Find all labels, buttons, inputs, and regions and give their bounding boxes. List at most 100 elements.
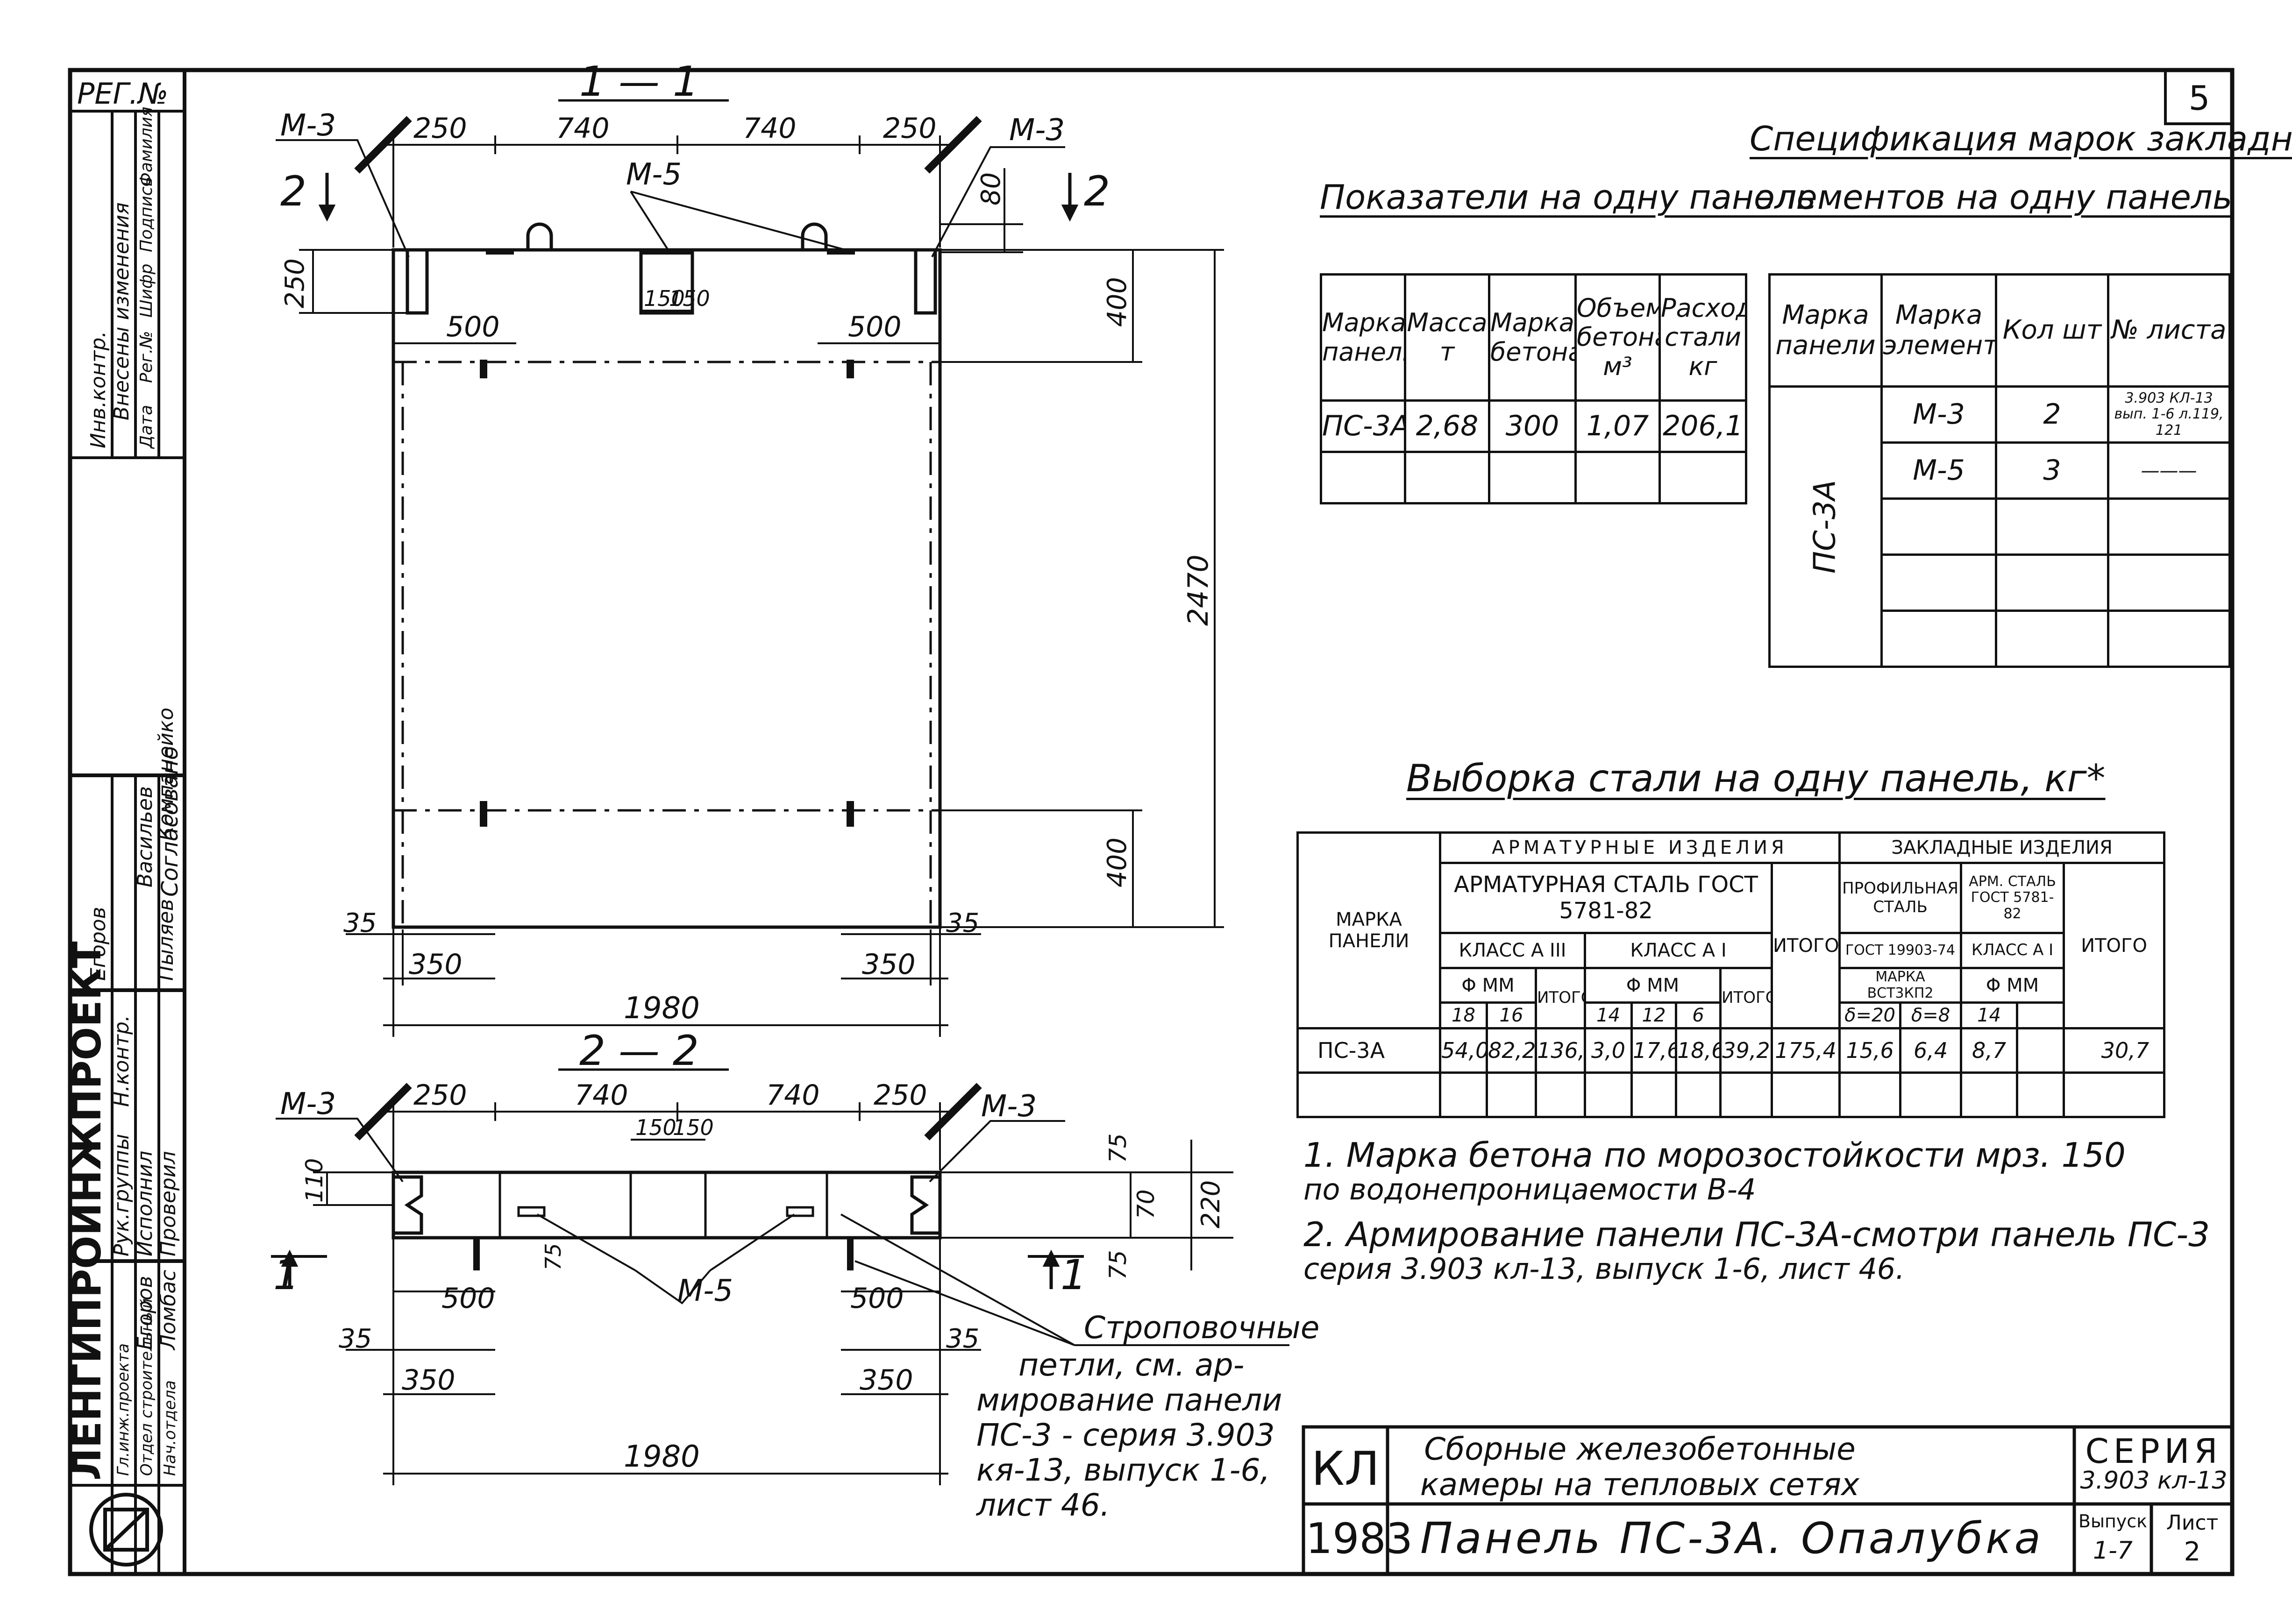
dim-35-left-2: 35 xyxy=(339,1324,372,1354)
agreed-name-2: Васильев xyxy=(133,786,157,887)
change-col-reg: Рег.№ xyxy=(137,331,156,383)
person-2: Ломбас xyxy=(157,1270,180,1351)
tb-sheet: 2 xyxy=(2184,1537,2201,1567)
mark-m3-right-2: М-3 xyxy=(981,1089,1037,1124)
steel-v-11: 8,7 xyxy=(1960,1027,2019,1074)
embed-m3-right-plan xyxy=(910,1175,940,1235)
spec-m5: М-5 xyxy=(1880,441,1997,500)
dim-250-c: 250 xyxy=(413,1079,467,1112)
dim-75-top: 75 xyxy=(1104,1133,1132,1163)
dim-1980-2: 1980 xyxy=(624,1440,700,1474)
steel-d-12: 12 xyxy=(1630,1001,1677,1029)
spec-title-1: Спецификация марок закладных xyxy=(1750,119,2292,158)
mark-m3-left-2: М-3 xyxy=(280,1087,336,1121)
mark-m5-2: М-5 xyxy=(677,1274,733,1308)
note-1b: по водонепроницаемости В-4 xyxy=(1303,1172,1756,1206)
dim-740-d: 740 xyxy=(766,1079,820,1112)
panel-outline-elevation xyxy=(391,248,942,929)
note-2b: серия 3.903 кл-13, выпуск 1-6, лист 46. xyxy=(1303,1252,1905,1286)
inventory-label: Инв.контр. xyxy=(86,331,110,448)
steel-v-9: 15,6 xyxy=(1838,1027,1902,1074)
lifting-note-line-5: лист 46. xyxy=(975,1487,1110,1523)
steel-title: Выборка стали на одну панель, кг* xyxy=(1406,757,2106,800)
dim-350-left-1: 350 xyxy=(409,948,463,981)
steel-h-mark: МАРКА ПАНЕЛИ xyxy=(1296,831,1441,1029)
dim-75-bottom: 75 xyxy=(1104,1250,1132,1280)
dim-250-b: 250 xyxy=(883,112,937,145)
spec-title-2: элементов на одну панель xyxy=(1757,177,2233,217)
embed-m5-center xyxy=(639,250,694,315)
steel-h-gost: ГОСТ 19903-74 xyxy=(1838,932,1963,969)
ind-h-steel: Расход стали кг xyxy=(1658,273,1747,402)
title-block xyxy=(1302,1425,2234,1576)
cut-label-1-left: 1 xyxy=(273,1251,299,1299)
embed-m3-left-plan xyxy=(393,1175,423,1235)
steel-v-1: 54,0 xyxy=(1439,1027,1488,1074)
steel-h-armature-steel: АРМАТУРНАЯ СТАЛЬ ГОСТ 5781-82 xyxy=(1439,862,1773,934)
role-4: Проверил xyxy=(157,1151,180,1256)
steel-v-7: 39,2 xyxy=(1719,1027,1773,1074)
mark-m3-right-1: М-3 xyxy=(1009,113,1065,148)
steel-h-phi-a3: Φ ММ xyxy=(1439,967,1537,1004)
person-1: Егоров xyxy=(133,1276,157,1350)
spec-m3-sheet: 3.903 КЛ-13 вып. 1-6 л.119, 121 xyxy=(2107,385,2231,444)
dim-740-b: 740 xyxy=(743,112,797,145)
change-col-name: Фамилия xyxy=(137,106,156,187)
dim-500-right-2: 500 xyxy=(850,1282,904,1315)
agreed-name-1: Егоров xyxy=(86,907,110,981)
steel-d-6: 6 xyxy=(1675,1001,1722,1029)
section-2-2 xyxy=(391,1170,942,1270)
dim-740-c: 740 xyxy=(575,1079,628,1112)
steel-h-class-a1: КЛАСС А I xyxy=(1584,932,1773,969)
steel-h-class-a1-2: КЛАСС А I xyxy=(1960,932,2065,969)
dim-35-right-1: 35 xyxy=(946,908,979,938)
steel-table: МАРКА ПАНЕЛИ АРМАТУРНЫЕ ИЗДЕЛИЯ ЗАКЛАДНЫ… xyxy=(1296,831,2166,1118)
dim-500-right: 500 xyxy=(848,311,902,343)
change-col-date: Дата xyxy=(137,405,156,449)
lifting-note-line-3: ПС-3 - серия 3.903 xyxy=(976,1417,1275,1453)
role-5: Гл.инж.проекта xyxy=(114,1343,133,1476)
company-name: ЛЕНГИПРОИНЖПРОЕКТ xyxy=(64,941,110,1481)
tb-series-label: СЕРИЯ xyxy=(2085,1432,2222,1471)
tb-year: 1983 xyxy=(1306,1514,1413,1563)
sheet-frame xyxy=(68,68,2235,1576)
steel-d-14-arm2: 14 xyxy=(1960,1001,2019,1029)
spec-m3-qty: 2 xyxy=(1995,385,2109,444)
steel-v-6: 18,6 xyxy=(1675,1027,1722,1074)
dim-1980-1: 1980 xyxy=(624,991,700,1026)
steel-h-grade: МАРКА ВСТ3КП2 xyxy=(1838,967,1963,1004)
dim-250-d: 250 xyxy=(874,1079,927,1112)
steel-v-3: 136,2 xyxy=(1535,1027,1586,1074)
steel-h-total-a1: ИТОГО xyxy=(1719,967,1773,1029)
steel-h-arm2: АРМ. СТАЛЬ ГОСТ 5781-82 xyxy=(1960,862,2065,934)
ind-v-volume: 1,07 xyxy=(1574,399,1661,453)
dim-350-right-2: 350 xyxy=(860,1364,913,1397)
steel-v-12 xyxy=(2016,1027,2065,1074)
steel-h-phi-arm2: Φ ММ xyxy=(1960,967,2065,1004)
dim-350-left-2: 350 xyxy=(402,1364,456,1397)
dim-740-a: 740 xyxy=(556,112,610,145)
panel-outline-plan xyxy=(391,1170,942,1240)
spec-m5-qty: 3 xyxy=(1995,441,2109,500)
spec-h-element: Марка элемента xyxy=(1880,273,1997,388)
role-2: Рук.группы xyxy=(110,1134,134,1257)
tb-issue: 1-7 xyxy=(2093,1537,2133,1565)
indicators-table: Марка панели Масса т Марка бетона Объем … xyxy=(1320,273,1747,504)
ind-v-concrete: 300 xyxy=(1488,399,1577,453)
embed-m3-left xyxy=(406,248,429,315)
mark-m5-1: М-5 xyxy=(626,157,682,192)
ind-h-volume: Объем бетона м³ xyxy=(1574,273,1661,402)
tb-sheet-title: Панель ПС-3А. Опалубка xyxy=(1420,1513,2044,1563)
section-1-1 xyxy=(391,222,942,929)
steel-h-armature: АРМАТУРНЫЕ ИЗДЕЛИЯ xyxy=(1438,831,1841,864)
dim-250-left: 250 xyxy=(280,258,310,308)
steel-d-16: 16 xyxy=(1486,1001,1537,1029)
sheet-number: 5 xyxy=(2188,78,2210,118)
lifting-note-line-4: кя-13, выпуск 1-6, xyxy=(976,1452,1270,1488)
cut-label-2-right: 2 xyxy=(1084,167,1110,215)
tb-sheet-label: Лист xyxy=(2166,1511,2219,1535)
note-2: 2. Армирование панели ПС-3А-смотри панел… xyxy=(1303,1215,2210,1254)
dim-150-d: 150 xyxy=(673,1115,714,1140)
company-logo xyxy=(89,1493,163,1567)
steel-v-8: 175,4 xyxy=(1770,1027,1841,1074)
